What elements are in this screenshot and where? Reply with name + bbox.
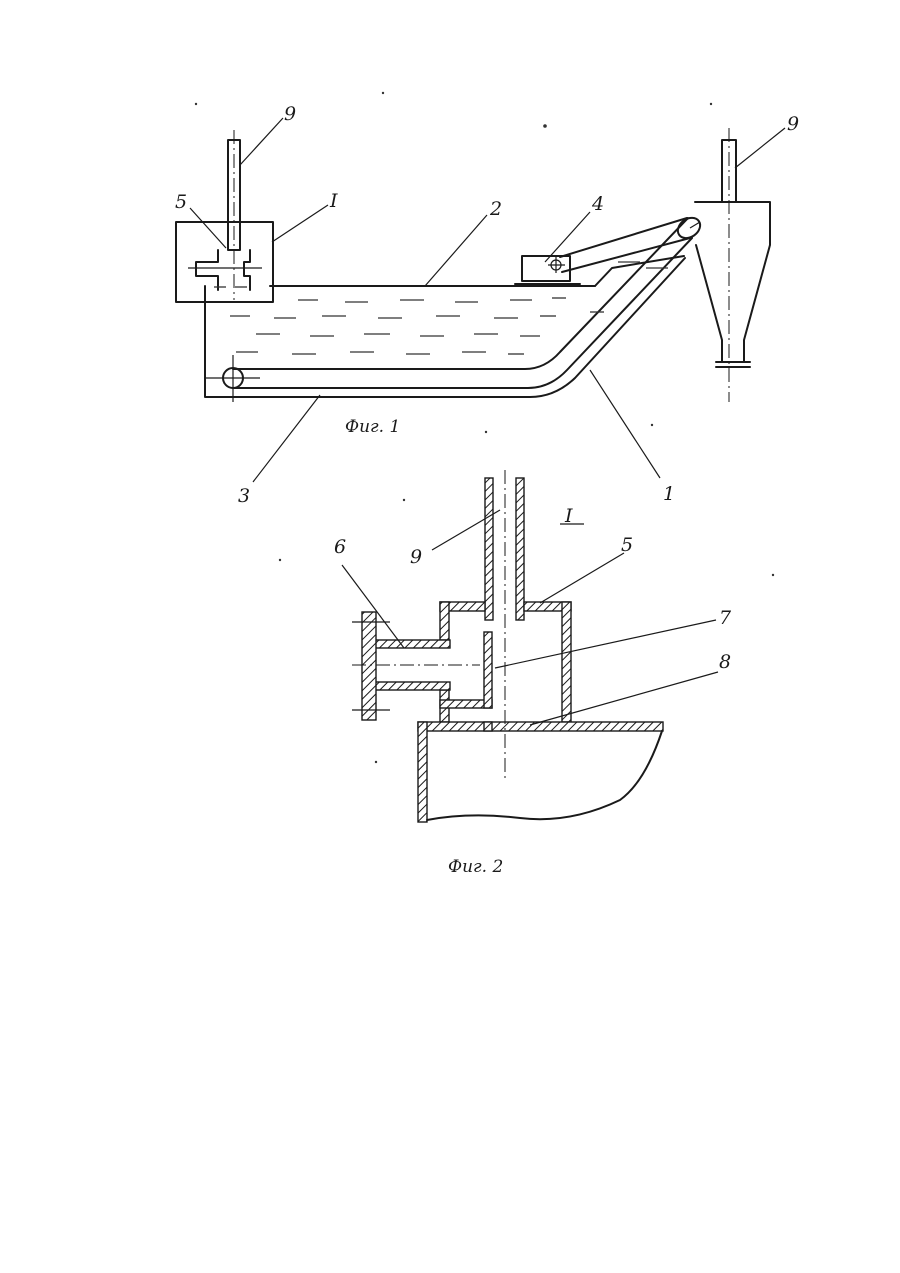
label-6: 6: [334, 536, 346, 558]
separator-module-box: [176, 130, 273, 302]
label-4: 4: [591, 193, 604, 215]
caption-fig1: Фиг. 1: [345, 417, 400, 437]
label-9: 9: [410, 546, 422, 568]
label-7: 7: [719, 607, 732, 629]
label-5: 5: [175, 191, 187, 213]
label-9-right: 9: [787, 113, 799, 135]
figure-2: 9 6 I 5 7 8 Фиг. 2: [334, 470, 732, 877]
tank: [205, 256, 685, 397]
drive-unit: [515, 218, 690, 284]
figure-1: 9 5 I 2 4 9 1 3 Фиг. 1: [175, 103, 799, 507]
tank-top-wall: [418, 722, 663, 822]
label-9-left: 9: [284, 103, 296, 125]
label-3: 3: [238, 485, 250, 507]
label-1: 1: [663, 483, 675, 505]
label-8: 8: [719, 651, 731, 673]
hydrocyclone: [690, 128, 770, 402]
conveyor-belt: [205, 214, 704, 402]
fig2-leaders: [342, 510, 718, 725]
fig1-leaders: [190, 118, 785, 482]
caption-fig2: Фиг. 2: [448, 857, 503, 877]
label-2: 2: [489, 198, 502, 220]
label-5: 5: [621, 534, 633, 556]
label-detail-I: I: [329, 190, 338, 212]
